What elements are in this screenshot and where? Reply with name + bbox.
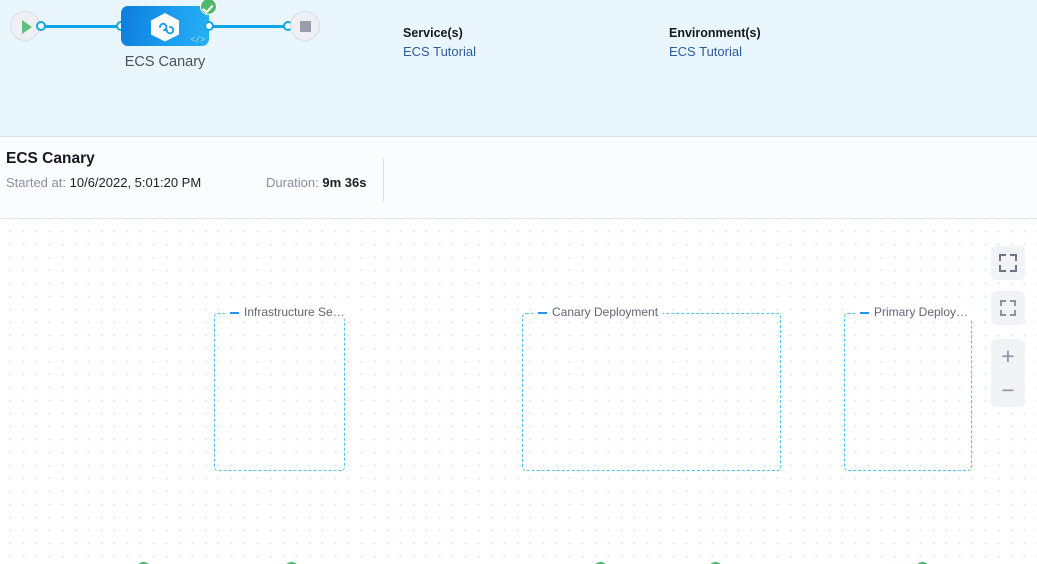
fullscreen-icon: [999, 254, 1017, 272]
code-icon: </>: [190, 36, 205, 45]
minimap-end-node[interactable]: [290, 11, 320, 41]
group-label-text: Canary Deployment: [552, 305, 659, 319]
services-column: Service(s) ECS Tutorial: [403, 26, 476, 59]
zoom-in-button[interactable]: +: [1001, 342, 1015, 369]
info-divider: [383, 158, 384, 202]
collapse-dash-icon[interactable]: [538, 311, 547, 314]
collapse-dash-icon[interactable]: [230, 311, 239, 314]
started-at-value: 10/6/2022, 5:01:20 PM: [69, 175, 202, 190]
environments-column: Environment(s) ECS Tutorial: [669, 26, 761, 59]
group-label-text: Infrastructure Se…: [244, 305, 345, 319]
execution-graph-canvas[interactable]: Infrastructure Se… Canary Deployment Pri…: [0, 219, 1037, 564]
collapse-dash-icon[interactable]: [860, 311, 869, 314]
group-infrastructure-section[interactable]: Infrastructure Se…: [214, 305, 350, 471]
duration-value: 9m 36s: [322, 175, 367, 190]
minimap-start-node[interactable]: [10, 11, 40, 41]
minimap-connector-left: [44, 25, 124, 28]
group-canary-deployment[interactable]: Canary Deployment: [522, 305, 781, 471]
fullscreen-button[interactable]: [991, 246, 1025, 280]
group-label-text: Primary Deploy…: [874, 305, 969, 319]
harness-hexagon-icon: [149, 12, 181, 47]
group-label-canary: Canary Deployment: [533, 305, 664, 319]
stop-icon: [300, 21, 311, 32]
status-badge-success: [200, 0, 217, 15]
selection-box-icon: [1000, 300, 1016, 316]
started-at-text: Started at: 10/6/2022, 5:01:20 PM: [6, 175, 202, 190]
duration-key: Duration: [266, 175, 316, 190]
group-primary-deployment[interactable]: Primary Deploy…: [844, 305, 974, 471]
group-label-infrastructure: Infrastructure Se…: [225, 305, 350, 319]
group-label-primary: Primary Deploy…: [855, 305, 974, 319]
play-icon: [22, 20, 32, 34]
environments-header: Environment(s): [669, 26, 761, 40]
pipeline-minimap-banner: </> ECS Canary: [0, 0, 1037, 137]
environments-link[interactable]: ECS Tutorial: [669, 44, 742, 59]
page-title: ECS Canary: [6, 150, 95, 167]
zoom-controls[interactable]: + −: [991, 339, 1025, 407]
minimap-connector-right: [212, 25, 290, 28]
started-at-key: Started at: [6, 175, 63, 190]
services-link[interactable]: ECS Tutorial: [403, 44, 476, 59]
services-header: Service(s): [403, 26, 463, 40]
selection-box-button[interactable]: [991, 291, 1025, 325]
execution-info-bar: ECS Canary Started at: 10/6/2022, 5:01:2…: [0, 137, 1037, 219]
minimap-stage-node-ecs-canary[interactable]: </>: [121, 0, 217, 47]
zoom-out-button[interactable]: −: [1001, 376, 1015, 403]
duration-text: Duration: 9m 36s: [266, 175, 367, 190]
minimap-stage-label: ECS Canary: [124, 54, 206, 70]
